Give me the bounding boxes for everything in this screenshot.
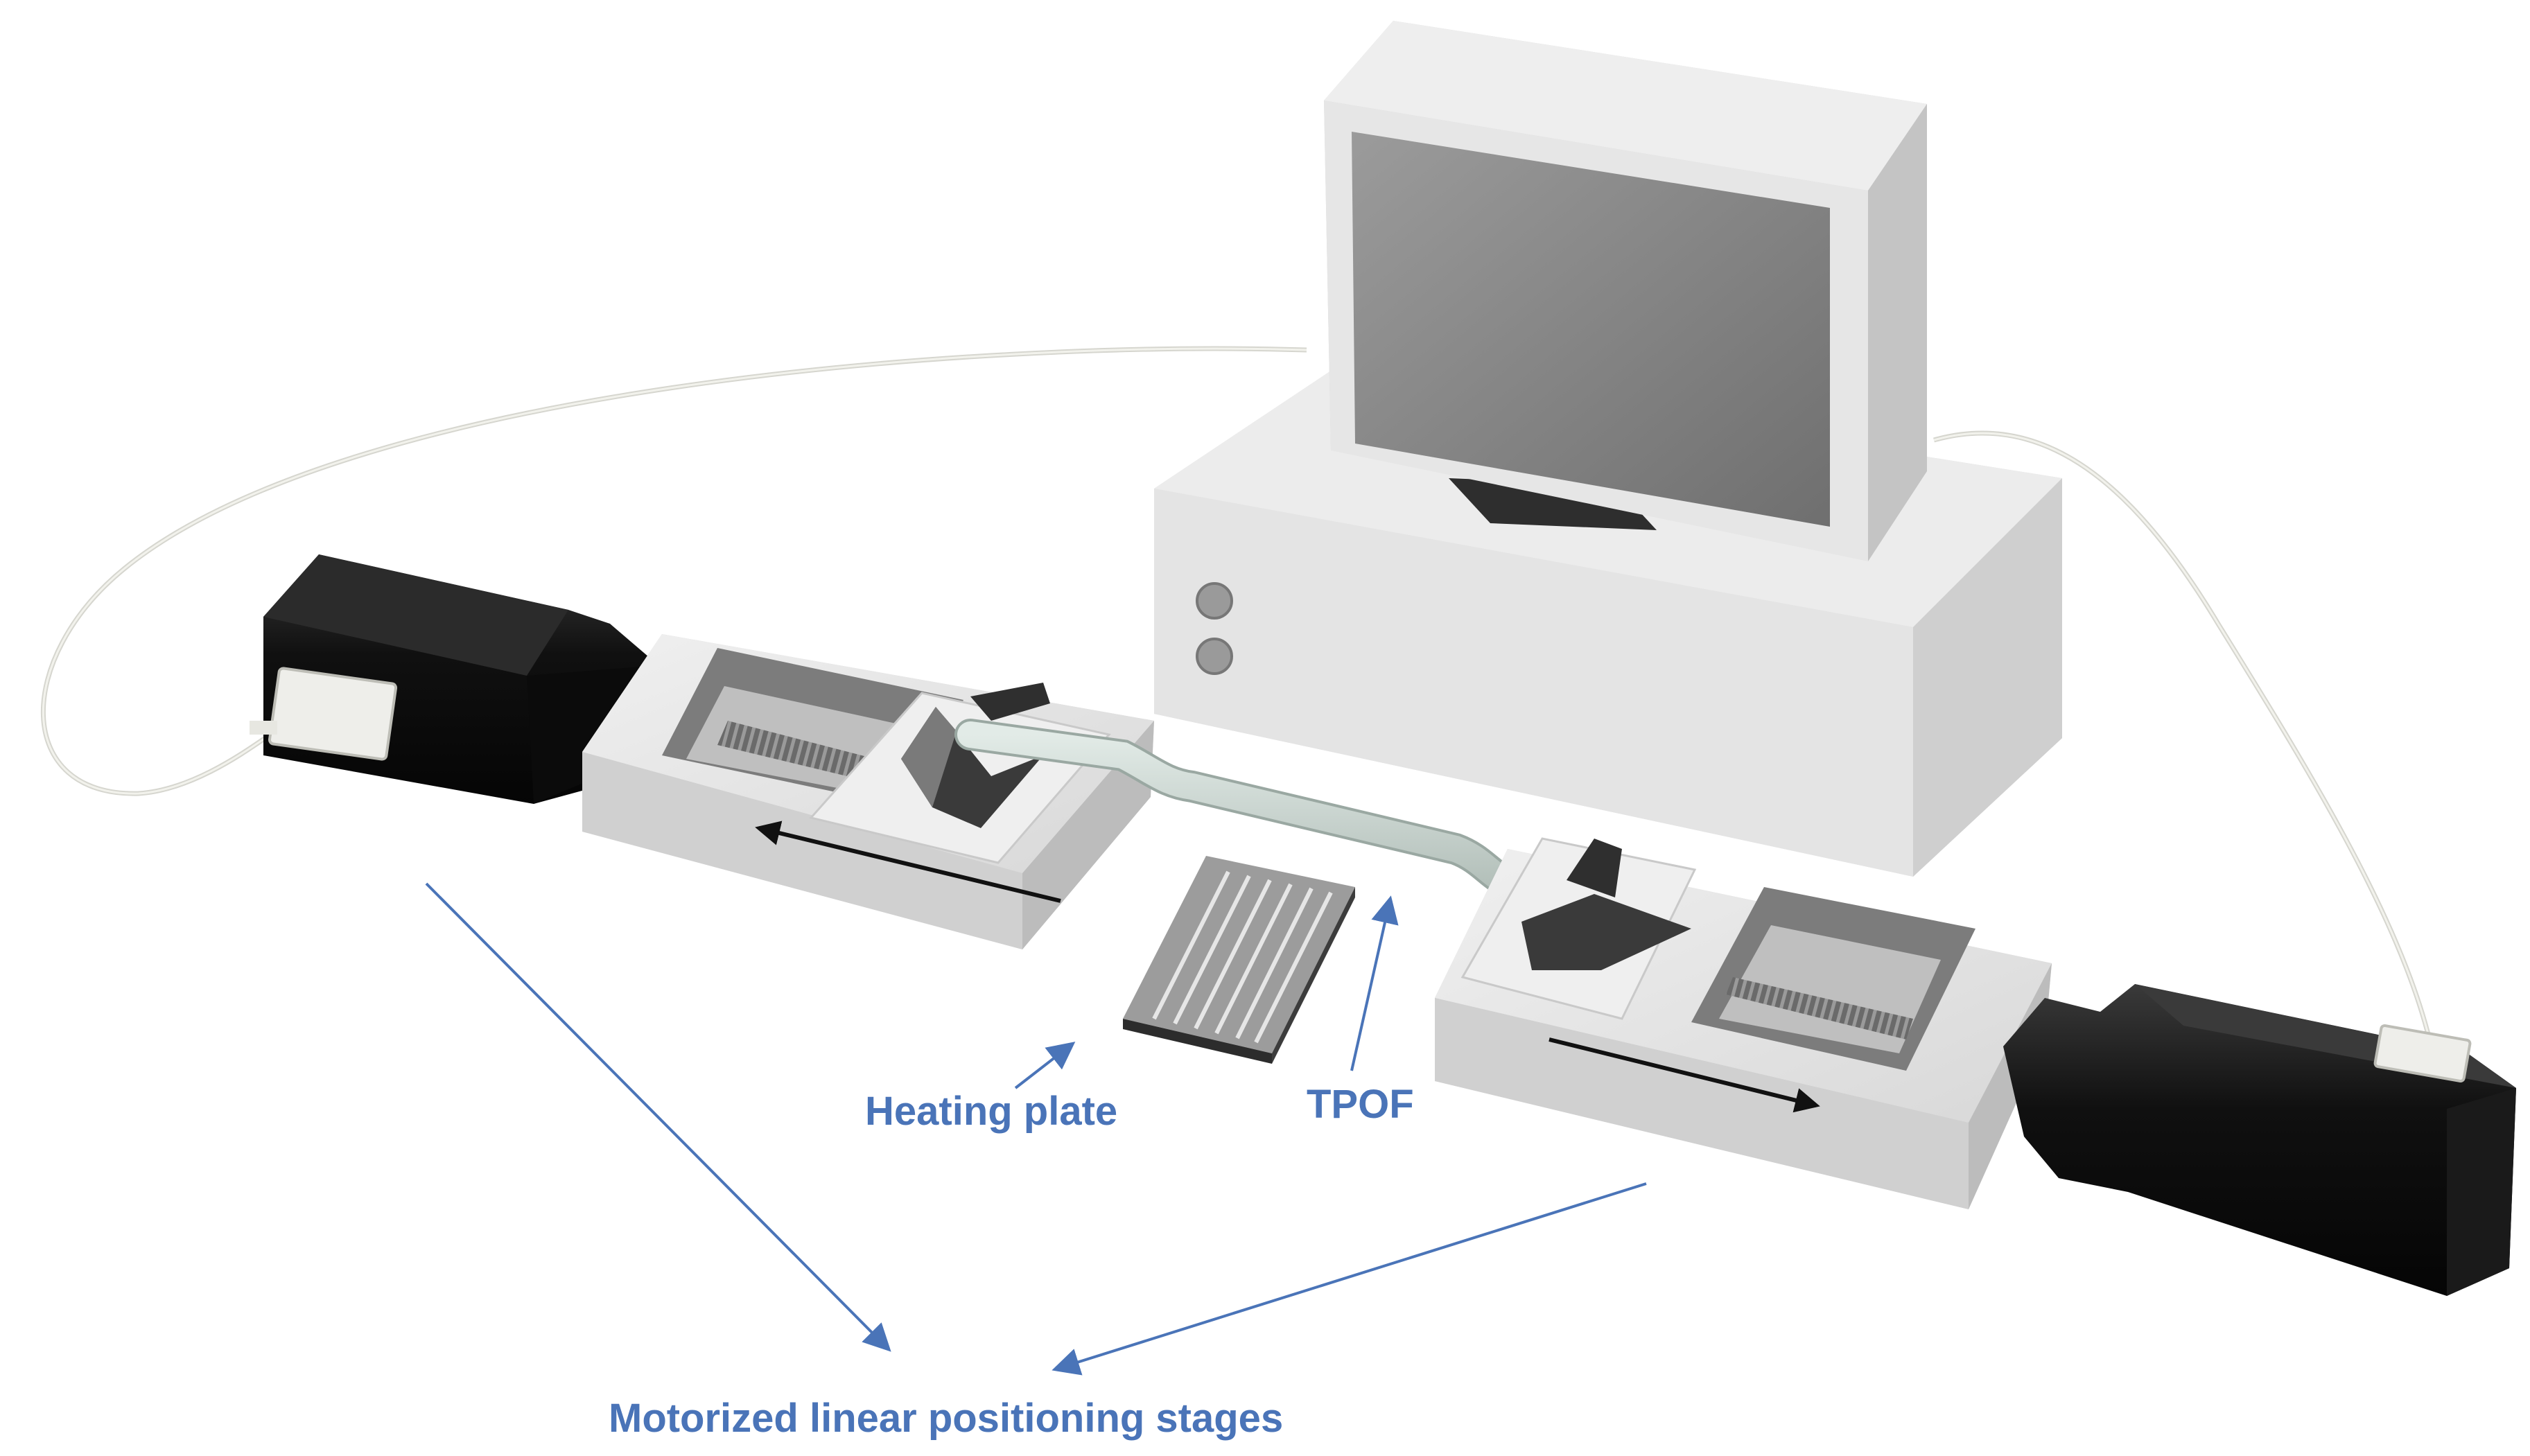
tpof-arrow (1350, 895, 1399, 1071)
heating-plate-icon (1123, 856, 1355, 1064)
cable-right (1933, 430, 2432, 1040)
annotation-arrows (425, 882, 1647, 1376)
right-stage-direction-arrow (1548, 1037, 1820, 1113)
stages-label: Motorized linear positioning stages (609, 1396, 1284, 1441)
power-knob-1 (1196, 582, 1233, 620)
heating-plate-label: Heating plate (865, 1089, 1118, 1134)
motor-connector-right (2373, 1024, 2472, 1083)
motor-icon-right (2003, 984, 2516, 1296)
computer-icon (1154, 21, 2062, 877)
right-stage-arrow (1052, 1182, 1647, 1376)
motor-connector (268, 667, 398, 761)
left-stage-arrow (425, 882, 891, 1352)
left-stage-direction-arrow (755, 821, 1061, 903)
monitor-screen (1352, 132, 1830, 527)
linear-stage-icon-right (1435, 837, 2052, 1209)
cable-left (40, 346, 1307, 796)
heating-plate-arrow (1014, 1042, 1076, 1089)
linear-stage-icon (582, 634, 1154, 949)
power-knob-2 (1196, 638, 1233, 675)
tpof-label: TPOF (1307, 1082, 1414, 1127)
